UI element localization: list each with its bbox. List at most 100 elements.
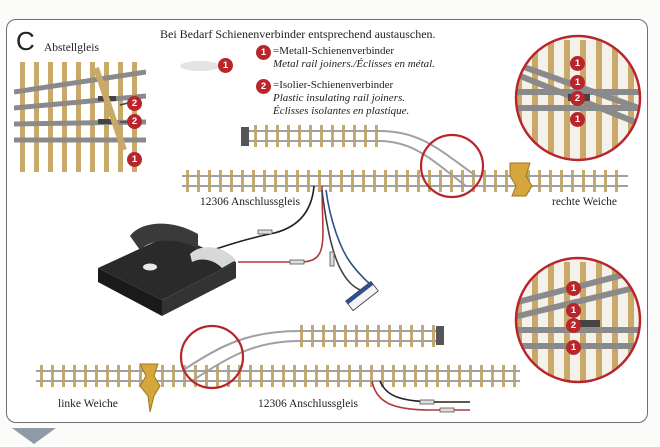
track-sleeper xyxy=(274,170,277,192)
legend-fr-2: Éclisses isolantes en plastique. xyxy=(273,105,410,117)
loose-rail-joiner xyxy=(180,61,220,71)
track-sleeper xyxy=(208,170,211,192)
track-sleeper xyxy=(612,262,618,382)
track-sleeper xyxy=(219,170,222,192)
track-sleeper xyxy=(516,262,522,382)
track-sleeper xyxy=(340,170,343,192)
track-sleeper xyxy=(318,170,321,192)
linke-weiche-label: linke Weiche xyxy=(58,398,118,410)
marker-bottomright-1b: 1 xyxy=(566,303,581,318)
track-sleeper xyxy=(644,262,650,382)
track-sleeper xyxy=(469,365,472,387)
track-sleeper xyxy=(342,125,345,147)
upper-track xyxy=(182,125,628,199)
marker-abstell-2a: 2 xyxy=(127,96,142,111)
track-sleeper xyxy=(604,170,607,192)
track-sleeper xyxy=(353,125,356,147)
track-sleeper xyxy=(300,325,303,347)
track-sleeper xyxy=(90,62,95,172)
track-sleeper xyxy=(254,125,257,147)
track-sleeper xyxy=(84,365,87,387)
abstellgleis-buffer xyxy=(93,67,127,151)
track-sleeper xyxy=(216,365,219,387)
marker-abstell-2b: 2 xyxy=(127,114,142,129)
track-sleeper xyxy=(549,170,552,192)
track-sleeper xyxy=(287,125,290,147)
track-sleeper xyxy=(95,365,98,387)
track-sleeper xyxy=(241,170,244,192)
track-sleeper xyxy=(392,365,395,387)
track-sleeper xyxy=(293,365,296,387)
track-sleeper xyxy=(436,365,439,387)
track-sleeper xyxy=(399,325,402,347)
track-sleeper xyxy=(326,365,329,387)
track-sleeper xyxy=(307,170,310,192)
track-sleeper xyxy=(205,365,208,387)
lower-track xyxy=(36,324,520,413)
marker-topright-1a: 1 xyxy=(570,56,585,71)
track-sleeper xyxy=(139,365,142,387)
track-sleeper xyxy=(494,170,497,192)
track-sleeper xyxy=(362,170,365,192)
legend-en-1: Metal rail joiners. xyxy=(273,58,354,70)
step-letter: C xyxy=(16,26,35,56)
track-sleeper xyxy=(480,365,483,387)
track-sleeper xyxy=(384,170,387,192)
track-sleeper xyxy=(439,170,442,192)
track-sleeper xyxy=(304,365,307,387)
track-sleeper xyxy=(461,170,464,192)
track-sleeper xyxy=(582,170,585,192)
track-sleeper xyxy=(532,262,538,382)
track-sleeper xyxy=(395,170,398,192)
track-sleeper xyxy=(366,325,369,347)
track-sleeper xyxy=(458,365,461,387)
abstellgleis-label: Abstellgleis xyxy=(44,42,99,54)
track-sleeper xyxy=(285,170,288,192)
track-sleeper xyxy=(548,262,554,382)
track-sleeper xyxy=(505,170,508,192)
track-sleeper xyxy=(628,262,634,382)
track-sleeper xyxy=(414,365,417,387)
track-sleeper xyxy=(425,365,428,387)
legend-badge-2: 2 xyxy=(256,79,271,94)
track-sleeper xyxy=(516,40,522,160)
track-sleeper xyxy=(364,125,367,147)
track-sleeper xyxy=(128,365,131,387)
track-sleeper xyxy=(161,365,164,387)
track-sleeper xyxy=(428,170,431,192)
track-sleeper xyxy=(375,125,378,147)
track-sleeper xyxy=(322,325,325,347)
track-sleeper xyxy=(348,365,351,387)
track-sleeper xyxy=(104,62,109,172)
legend-de-2: =Isolier-Schienenverbinder xyxy=(273,79,394,91)
track-sleeper xyxy=(172,365,175,387)
track-sleeper xyxy=(472,170,475,192)
track-sleeper xyxy=(513,365,516,387)
track-sleeper xyxy=(628,40,634,160)
legend-badge-1: 1 xyxy=(256,45,271,60)
legend-en-2: Plastic insulating rail joiners. xyxy=(273,92,406,104)
track-sleeper xyxy=(227,365,230,387)
track-sleeper xyxy=(34,62,39,172)
track-sleeper xyxy=(447,365,450,387)
track-sleeper xyxy=(417,170,420,192)
track-sleeper xyxy=(615,170,618,192)
track-sleeper xyxy=(117,365,120,387)
track-sleeper xyxy=(197,170,200,192)
track-sleeper xyxy=(644,40,650,160)
track-sleeper xyxy=(315,365,318,387)
marker-abstell-1: 1 xyxy=(127,152,142,167)
track-sleeper xyxy=(377,325,380,347)
track-sleeper xyxy=(571,170,574,192)
zoom-circle-topright xyxy=(514,34,642,162)
track-sleeper xyxy=(263,170,266,192)
track-sleeper xyxy=(351,170,354,192)
zoom-circle-bottomright xyxy=(514,256,642,384)
track-sleeper xyxy=(344,325,347,347)
page-tab-arrow xyxy=(12,428,56,444)
track-sleeper xyxy=(238,365,241,387)
switch-control-box xyxy=(98,223,236,316)
anschlussgleis-top-label: 12306 Anschlussgleis xyxy=(200,196,300,208)
marker-loose-joiner: 1 xyxy=(218,58,233,73)
track-sleeper xyxy=(337,365,340,387)
